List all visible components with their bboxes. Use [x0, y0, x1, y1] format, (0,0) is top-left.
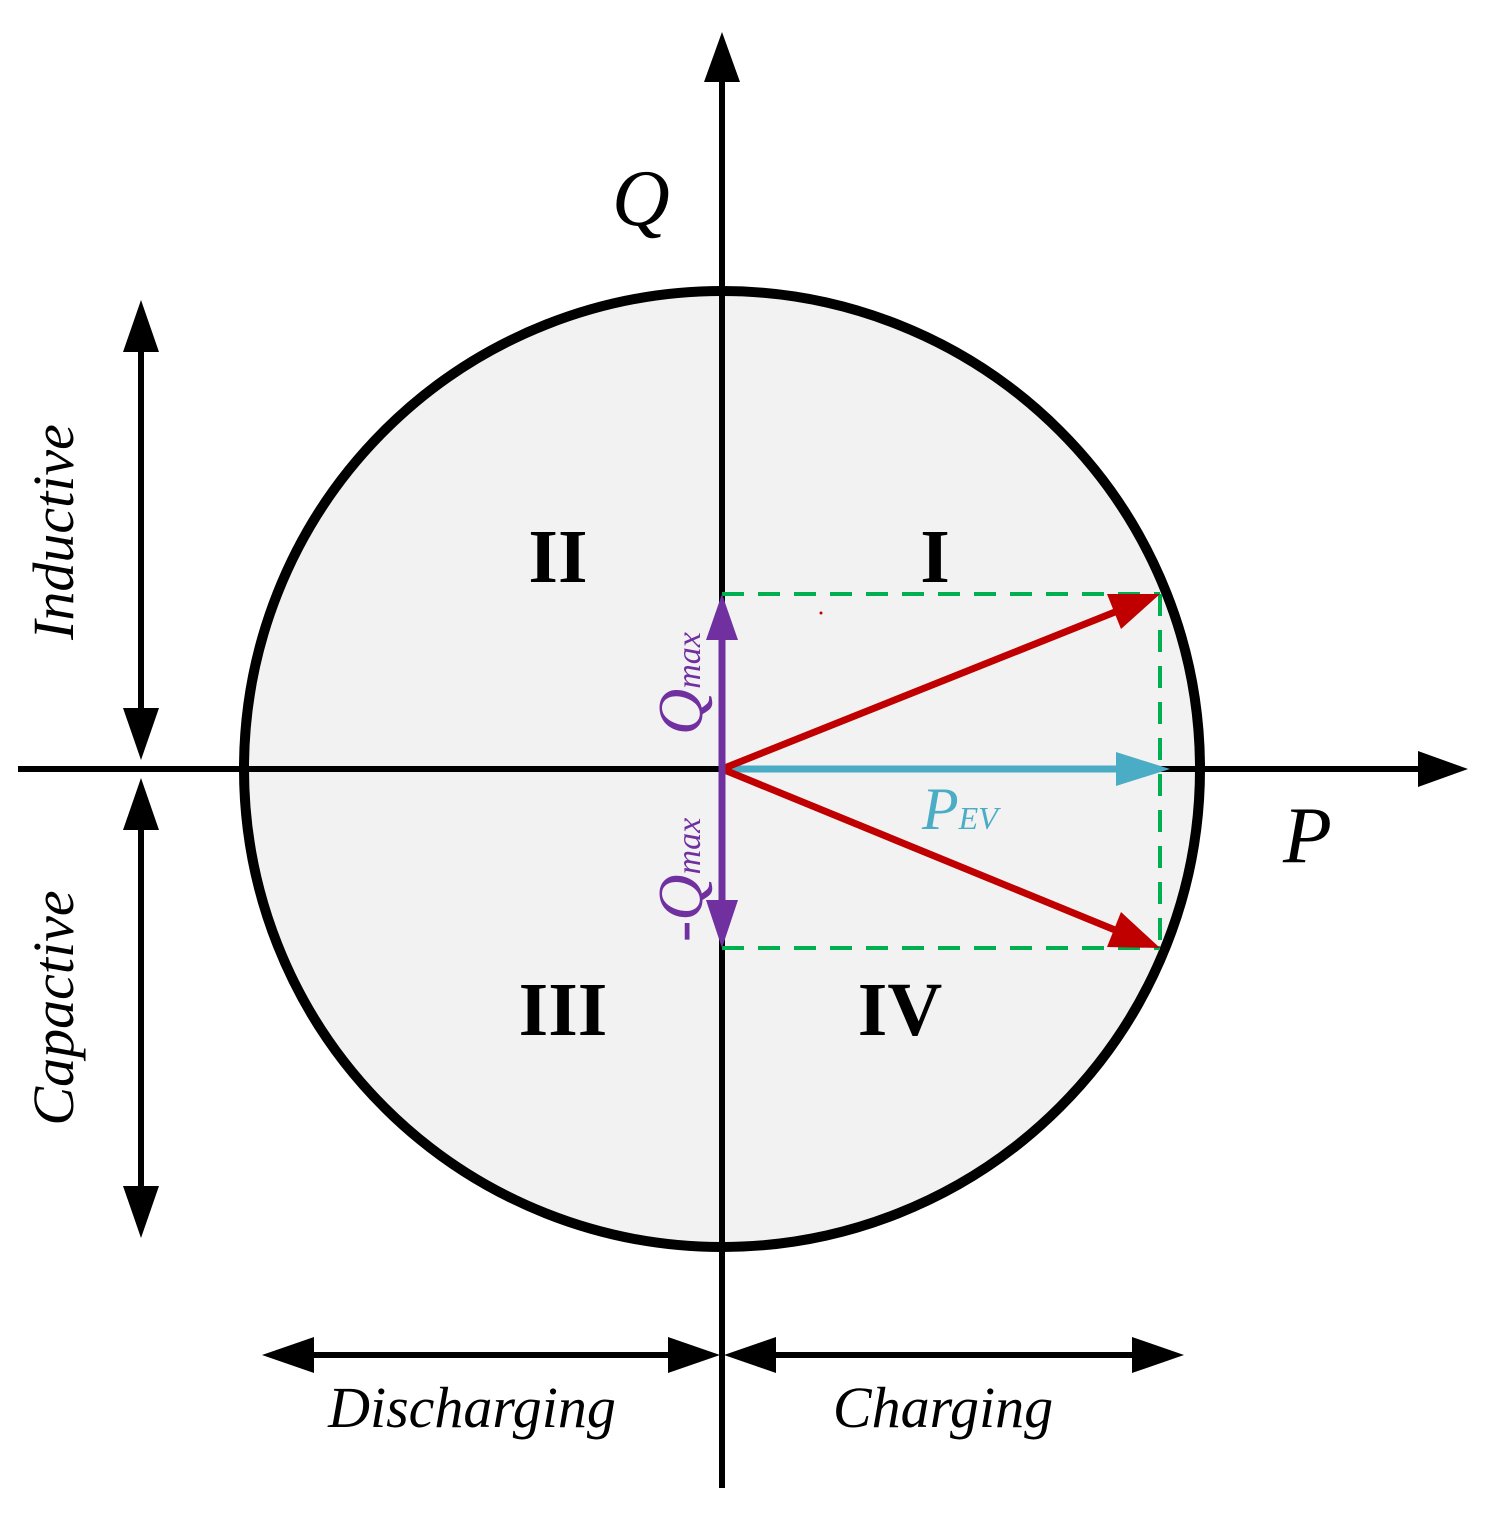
q-max-label-sub: max — [671, 632, 708, 689]
p-ev-label-main: P — [921, 776, 959, 842]
p-axis-label: P — [1282, 792, 1332, 880]
neg-q-max-label: -Qmax — [645, 818, 716, 942]
q-max-vector-arrowhead — [706, 594, 738, 640]
capacitive-arrow-head-top — [123, 778, 159, 830]
quadrant-1-label: I — [920, 515, 950, 599]
neg-q-max-label-main: -Q — [645, 874, 716, 942]
small-red-dot — [819, 611, 823, 615]
charging-arrow-head-right — [1132, 1337, 1184, 1373]
discharging-arrow-head-left — [262, 1337, 314, 1373]
inductive-label: Inductive — [21, 424, 86, 641]
red-vector-lower-arrowhead — [1107, 912, 1160, 948]
capacitive-arrow-head-bottom — [123, 1186, 159, 1238]
p-axis-arrowhead — [1418, 751, 1468, 787]
red-vector-upper-arrowhead — [1107, 594, 1160, 629]
dashed-guides — [722, 592, 1162, 950]
quadrant-2-label: II — [528, 515, 587, 599]
neg-q-max-label-sub: max — [671, 818, 708, 875]
discharging-label: Discharging — [327, 1375, 616, 1440]
q-max-label: Qmax — [645, 632, 716, 735]
q-axis-label: Q — [612, 155, 670, 243]
p-ev-label: PEV — [921, 776, 1001, 842]
p-ev-vector-arrowhead — [1116, 752, 1170, 786]
capacitive-label: Capactive — [21, 890, 86, 1125]
quadrant-3-label: III — [519, 968, 608, 1052]
q-max-label-main: Q — [645, 689, 716, 735]
red-vector-upper-line — [720, 608, 1117, 773]
charging-arrow-head-left — [724, 1337, 776, 1373]
red-vector-lower-line — [720, 765, 1117, 934]
neg-q-max-vector-arrowhead — [706, 900, 738, 948]
inductive-arrow-head-top — [123, 300, 159, 352]
discharging-arrow-head-right — [668, 1337, 720, 1373]
quadrant-4-label: IV — [858, 968, 943, 1052]
inductive-arrow-head-bottom — [123, 708, 159, 760]
p-ev-label-sub: EV — [958, 800, 1002, 836]
charging-label: Charging — [833, 1375, 1053, 1440]
q-axis-arrowhead — [704, 32, 740, 82]
